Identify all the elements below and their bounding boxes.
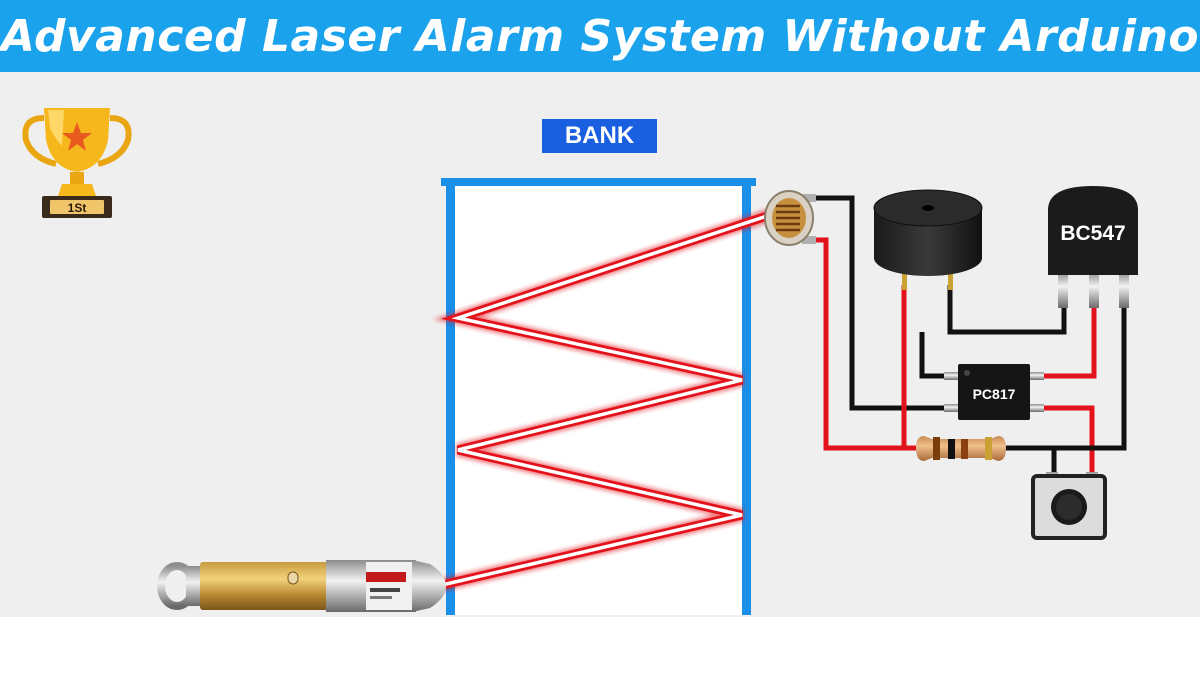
page-title: Advanced Laser Alarm System Without Ardu… xyxy=(0,10,1200,62)
title-bar: Advanced Laser Alarm System Without Ardu… xyxy=(0,0,1200,72)
bank-label: BANK xyxy=(542,119,657,153)
transistor-bc547: BC547 xyxy=(1048,186,1138,308)
laser-pointer xyxy=(157,560,446,612)
resistor xyxy=(916,436,1006,461)
trophy-icon: 1St xyxy=(22,108,132,218)
bank-right-wall xyxy=(742,178,751,615)
wire-ldr-red xyxy=(812,237,916,451)
ldr-sensor xyxy=(764,190,816,246)
bank-roof xyxy=(441,178,756,186)
optocoupler-pc817: PC817 xyxy=(944,364,1044,420)
laser-beams xyxy=(433,208,773,592)
wire-emitter-black xyxy=(1051,300,1127,478)
buzzer xyxy=(873,189,983,290)
wire-pc817-pin3 xyxy=(1030,405,1095,478)
wire-pc817-pin4 xyxy=(1030,300,1097,379)
push-button xyxy=(1031,472,1107,540)
wire-buzzer-black xyxy=(947,285,1067,335)
bank-left-wall xyxy=(446,178,455,615)
transistor-label: BC547 xyxy=(1060,222,1125,245)
optocoupler-label: PC817 xyxy=(973,386,1016,402)
trophy-badge-text: 1St xyxy=(68,201,87,215)
wire-pc817-pin1 xyxy=(919,332,958,379)
wires xyxy=(812,195,1127,478)
